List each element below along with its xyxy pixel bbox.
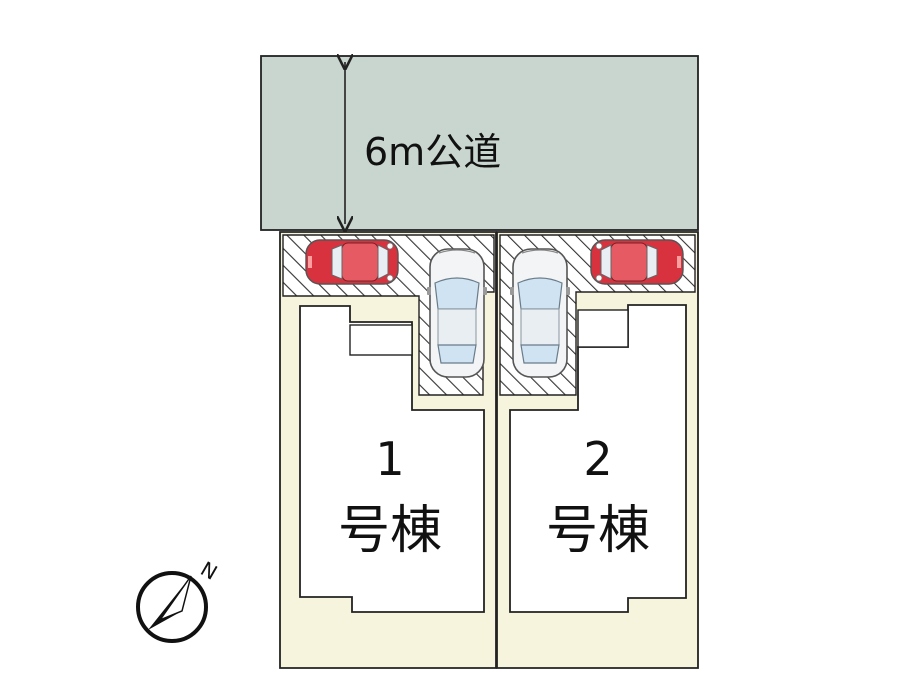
building-1: [299, 305, 485, 613]
road-label: 6m公道: [364, 130, 501, 174]
car-icon: [426, 248, 488, 378]
road: [260, 55, 699, 231]
entrance-1: [349, 324, 413, 356]
lot-2-label: 号棟: [546, 501, 650, 561]
lot-2-number: 2: [583, 432, 612, 486]
building-2: [509, 304, 687, 613]
car-icon: [590, 239, 684, 285]
compass-icon: N: [136, 557, 222, 643]
car-icon: [509, 248, 571, 378]
entrance-2: [577, 309, 629, 348]
car-icon: [305, 239, 399, 285]
lot-1-number: 1: [375, 432, 404, 486]
lot-1-label: 号棟: [338, 501, 442, 561]
compass-label: N: [197, 557, 222, 585]
